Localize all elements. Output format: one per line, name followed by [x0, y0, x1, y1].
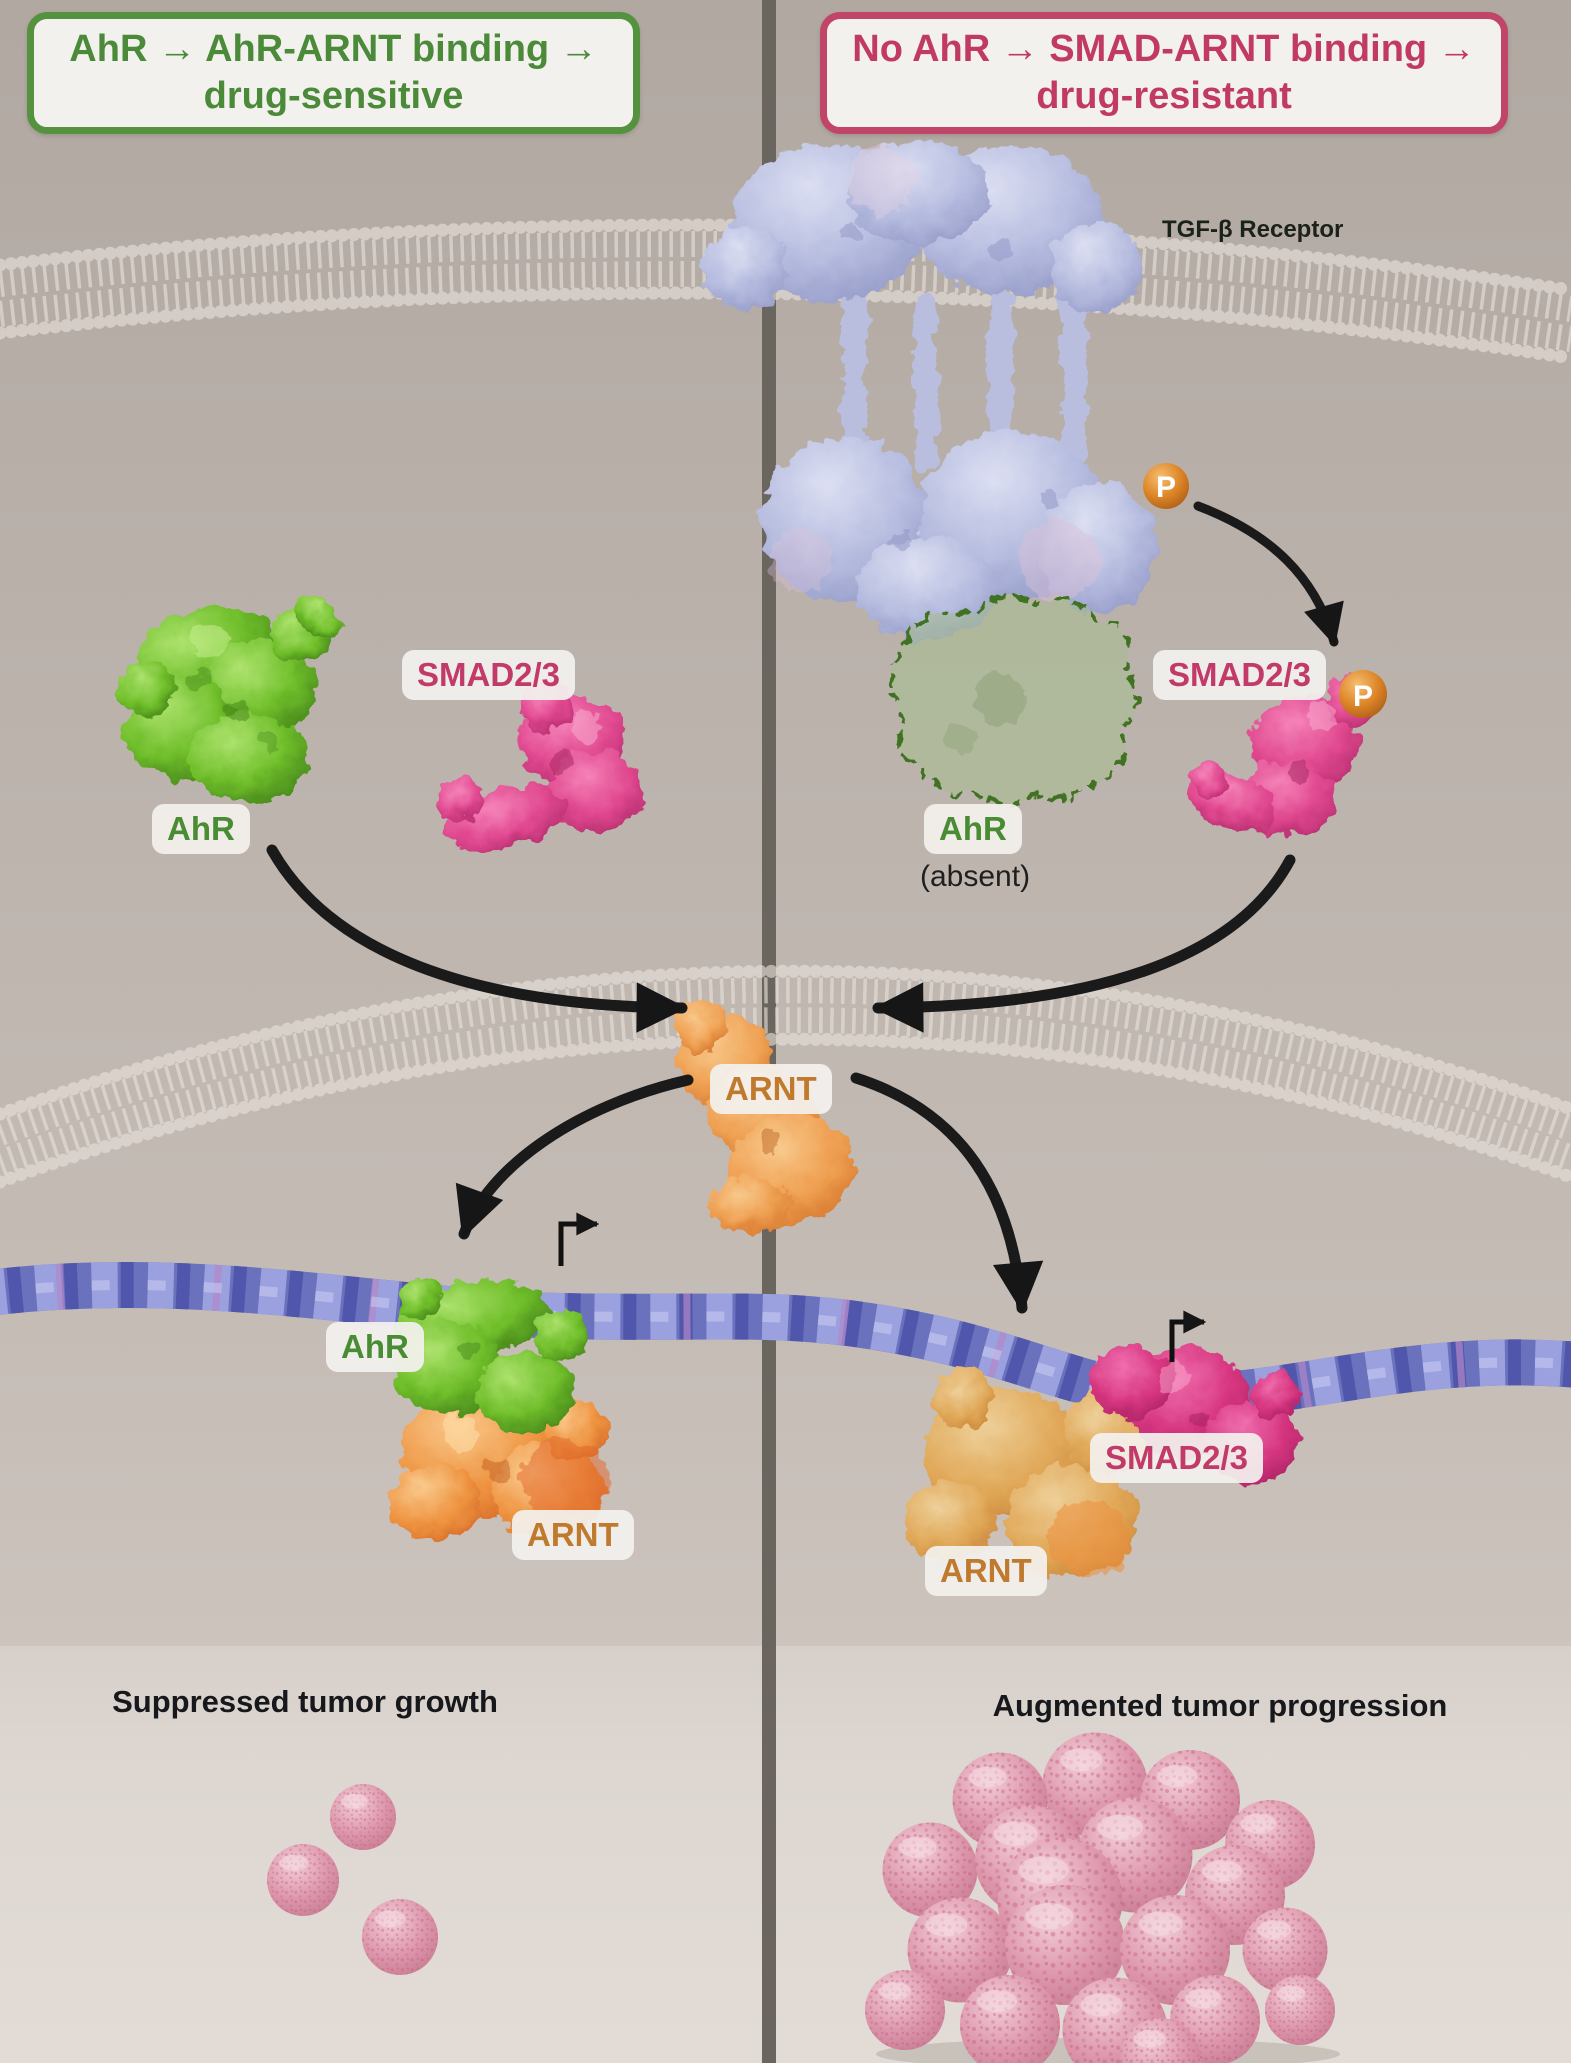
ahr-to-arnt-arrow: [266, 844, 688, 1033]
left-panel-title-line1: AhR → AhR-ARNT binding →: [69, 28, 598, 70]
left-panel-title-box: AhR → AhR-ARNT binding → drug-sensitive: [27, 12, 640, 134]
tumor-cell: [267, 1844, 339, 1916]
phosphate-label: P: [1353, 680, 1373, 713]
phosphate-ball-receptor: [1143, 463, 1189, 509]
tumor-cluster: [865, 1732, 1335, 2063]
smad-protein-left: [440, 679, 642, 851]
right-panel-title-line1: No AhR → SMAD-ARNT binding →: [852, 28, 1476, 70]
smad-left-label: SMAD2/3: [402, 650, 576, 700]
tumor-cell: [330, 1784, 396, 1850]
nuclear-membrane: [0, 964, 1571, 1189]
tumor-cell: [362, 1899, 438, 1975]
ahr-absent-protein: [888, 594, 1139, 807]
tumor-cell: [1265, 1975, 1335, 2045]
left-outcome-caption: Suppressed tumor growth: [112, 1684, 498, 1719]
phosphate-ball-smad: [1339, 670, 1387, 718]
smad-right-label: SMAD2/3: [1153, 650, 1327, 700]
arnt-dna-right-label: ARNT: [925, 1546, 1047, 1596]
smad-to-arnt-arrow: [872, 854, 1296, 1033]
absent-note: (absent): [920, 860, 1031, 893]
receptor-to-smad-arrow: [1193, 501, 1344, 647]
ahr-absent-label: AhR: [924, 804, 1022, 854]
arnt-to-dna-right-arrow: [850, 1072, 1044, 1314]
dna-helix: [0, 1262, 1571, 1420]
arnt-dna-left-label: ARNT: [512, 1510, 634, 1560]
tgfb-receptor-protein: [703, 140, 1156, 640]
ahr-protein: [120, 597, 344, 802]
phospho-groups: P P: [1143, 463, 1387, 718]
ahr-arnt-complex: [390, 1278, 607, 1540]
transcription-start-left: [558, 1212, 600, 1266]
phosphate-label: P: [1156, 471, 1176, 504]
transcription-arrows: [558, 1212, 1207, 1362]
tumor-cells-left: [267, 1784, 438, 1975]
arnt-to-dna-left-arrow: [455, 1074, 694, 1240]
tgfb-receptor-label: TGF-β Receptor: [1162, 216, 1344, 243]
tumor-cell: [865, 1970, 945, 2050]
left-panel-title-line2: drug-sensitive: [203, 75, 464, 117]
ahr-left-label: AhR: [152, 804, 250, 854]
right-outcome-caption: Augmented tumor progression: [992, 1688, 1448, 1723]
right-panel-title-box: No AhR → SMAD-ARNT binding → drug-resist…: [820, 12, 1508, 134]
pathway-arrows: [266, 501, 1344, 1314]
right-panel-title-line2: drug-resistant: [1036, 75, 1292, 117]
transcription-start-right: [1169, 1310, 1207, 1362]
smad-dna-label: SMAD2/3: [1090, 1433, 1264, 1483]
ahr-dna-label: AhR: [326, 1322, 424, 1372]
arnt-center-label: ARNT: [710, 1064, 832, 1114]
